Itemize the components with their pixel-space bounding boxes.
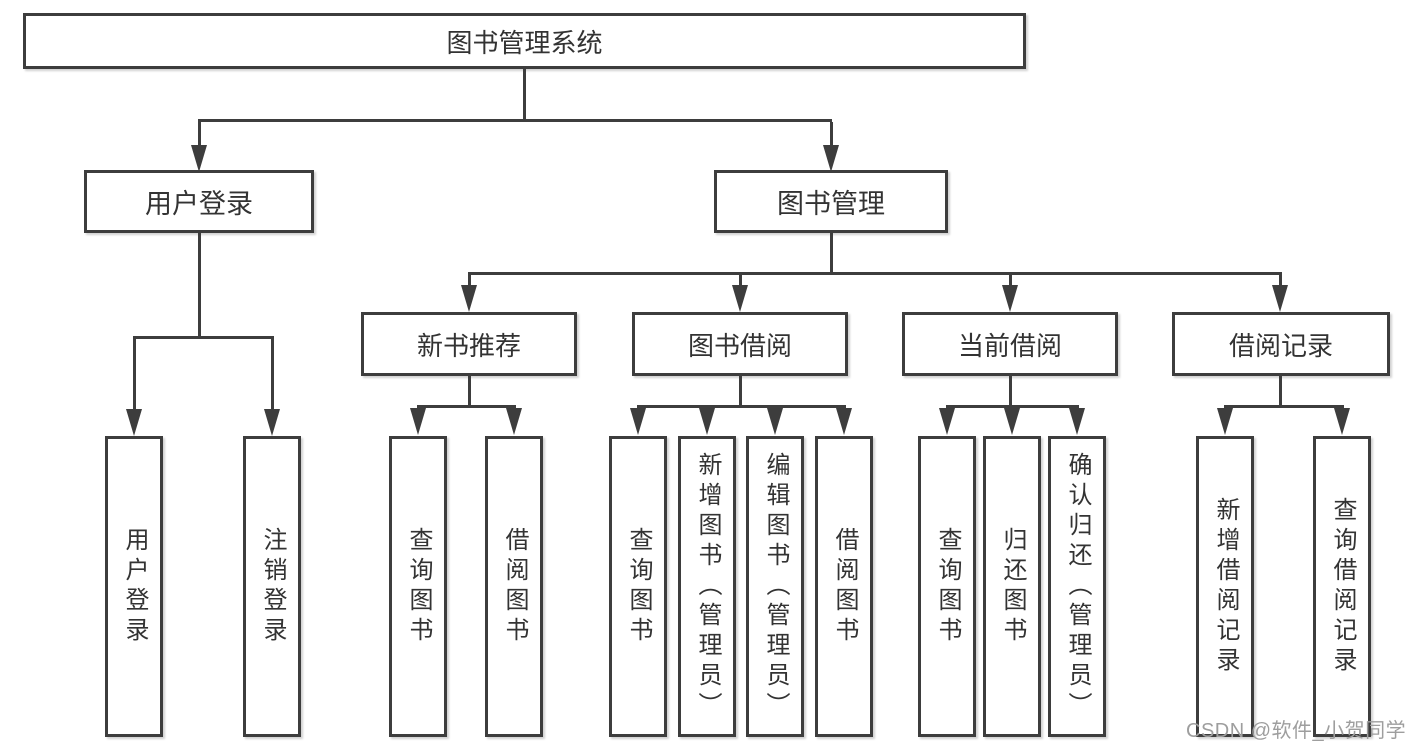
connector-line bbox=[197, 122, 201, 146]
arrowhead-down-icon bbox=[461, 285, 477, 312]
connector-line bbox=[132, 336, 274, 339]
connector-line bbox=[1278, 275, 1282, 286]
node-label: 用户登录 bbox=[121, 526, 148, 647]
connector-line bbox=[132, 339, 136, 410]
arrowhead-down-icon bbox=[823, 145, 839, 172]
node-label: 编辑图书（管理员） bbox=[762, 451, 789, 722]
connector-line bbox=[829, 122, 833, 146]
connector-line bbox=[738, 376, 742, 408]
node-current-borrowing: 当前借阅 bbox=[902, 312, 1118, 376]
leaf-add-borrow-record: 新增借阅记录 bbox=[1196, 436, 1254, 737]
arrowhead-down-icon bbox=[630, 408, 646, 435]
arrowhead-down-icon bbox=[1069, 408, 1085, 435]
node-label: 注销登录 bbox=[259, 526, 286, 647]
node-label: 用户登录 bbox=[145, 189, 253, 219]
leaf-add-book-admin: 新增图书（管理员） bbox=[678, 436, 736, 737]
node-user-login: 用户登录 bbox=[84, 170, 314, 233]
leaf-user-login: 用户登录 bbox=[105, 436, 163, 737]
connector-line bbox=[636, 405, 846, 408]
connector-line bbox=[945, 405, 1079, 408]
leaf-query-borrow-record: 查询借阅记录 bbox=[1313, 436, 1371, 737]
arrowhead-down-icon bbox=[1004, 408, 1020, 435]
connector-line bbox=[198, 119, 832, 122]
arrowhead-down-icon bbox=[506, 408, 522, 435]
arrowhead-down-icon bbox=[1272, 285, 1288, 312]
connector-line bbox=[1008, 376, 1012, 408]
arrowhead-down-icon bbox=[1334, 408, 1350, 435]
node-label: 查询借阅记录 bbox=[1329, 496, 1356, 677]
node-book-borrowing: 图书借阅 bbox=[632, 312, 848, 376]
node-book-management: 图书管理 bbox=[714, 170, 948, 233]
leaf-return-book: 归还图书 bbox=[983, 436, 1041, 737]
leaf-borrow-books-recommend: 借阅图书 bbox=[485, 436, 543, 737]
connector-line bbox=[197, 233, 201, 339]
connector-line bbox=[467, 376, 471, 408]
connector-line bbox=[1278, 376, 1282, 408]
arrowhead-down-icon bbox=[1002, 285, 1018, 312]
connector-line bbox=[467, 272, 1282, 275]
node-label: 查询图书 bbox=[934, 526, 961, 647]
node-label: 图书管理系统 bbox=[446, 27, 603, 58]
arrowhead-down-icon bbox=[732, 285, 748, 312]
connector-line bbox=[1008, 275, 1012, 286]
arrowhead-down-icon bbox=[767, 408, 783, 435]
node-label: 图书借阅 bbox=[687, 330, 792, 361]
node-label: 借阅记录 bbox=[1228, 330, 1333, 361]
node-label: 确认归还（管理员） bbox=[1064, 451, 1091, 722]
leaf-edit-book-admin: 编辑图书（管理员） bbox=[746, 436, 804, 737]
node-borrowing-records: 借阅记录 bbox=[1172, 312, 1390, 376]
arrowhead-down-icon bbox=[410, 408, 426, 435]
leaf-borrow-books: 借阅图书 bbox=[815, 436, 873, 737]
arrowhead-down-icon bbox=[264, 409, 280, 436]
connector-line bbox=[416, 405, 516, 408]
leaf-query-books-borrowing: 查询图书 bbox=[609, 436, 667, 737]
leaf-confirm-return-admin: 确认归还（管理员） bbox=[1048, 436, 1106, 737]
node-label: 借阅图书 bbox=[831, 526, 858, 647]
node-label: 归还图书 bbox=[999, 526, 1026, 647]
csdn-watermark: CSDN @软件_小贺同学 bbox=[1186, 720, 1405, 742]
node-label: 新书推荐 bbox=[416, 330, 521, 361]
node-label: 查询图书 bbox=[405, 526, 432, 647]
node-label: 查询图书 bbox=[625, 526, 652, 647]
node-new-book-recommendation: 新书推荐 bbox=[361, 312, 577, 376]
arrowhead-down-icon bbox=[1217, 408, 1233, 435]
node-library-management-system: 图书管理系统 bbox=[23, 13, 1026, 69]
connector-line bbox=[738, 275, 742, 286]
node-label: 借阅图书 bbox=[501, 526, 528, 647]
connector-line bbox=[1223, 405, 1344, 408]
arrowhead-down-icon bbox=[126, 409, 142, 436]
arrowhead-down-icon bbox=[836, 408, 852, 435]
node-label: 当前借阅 bbox=[957, 330, 1062, 361]
leaf-logout: 注销登录 bbox=[243, 436, 301, 737]
arrowhead-down-icon bbox=[699, 408, 715, 435]
leaf-query-books-recommend: 查询图书 bbox=[389, 436, 447, 737]
node-label: 新增借阅记录 bbox=[1212, 496, 1239, 677]
connector-line bbox=[523, 69, 526, 122]
connector-line bbox=[270, 339, 274, 410]
leaf-query-books-current: 查询图书 bbox=[918, 436, 976, 737]
node-label: 图书管理 bbox=[777, 189, 885, 219]
node-label: 新增图书（管理员） bbox=[694, 451, 721, 722]
connector-line bbox=[829, 233, 833, 275]
arrowhead-down-icon bbox=[191, 145, 207, 172]
arrowhead-down-icon bbox=[939, 408, 955, 435]
connector-line bbox=[467, 275, 471, 286]
